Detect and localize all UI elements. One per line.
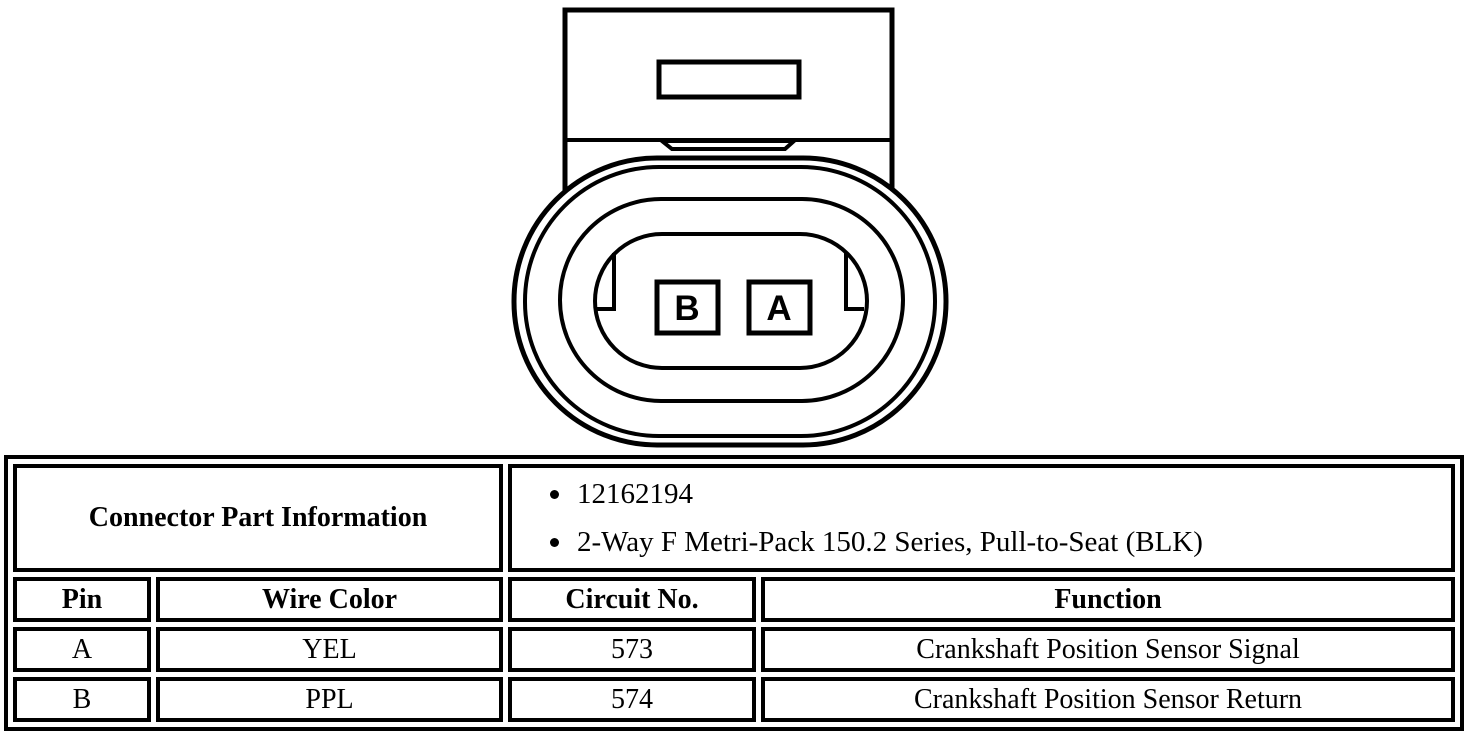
header-function: Function [761,577,1456,622]
header-circuit-no: Circuit No. [508,577,757,622]
pin-b-label: B [674,289,699,328]
part-series-item: 2-Way F Metri-Pack 150.2 Series, Pull-to… [550,518,1451,566]
header-pin: Pin [13,577,151,622]
pin-a-cavity [746,279,813,336]
pin-b-circuit-cell: 574 [508,677,757,722]
table-row-pin-b: B PPL 574 Crankshaft Position Sensor Ret… [13,677,1456,722]
keying-notch-right [844,253,864,311]
part-info-row: Connector Part Information 12162194 2-Wa… [13,464,1456,572]
table-row-pin-a: A YEL 573 Crankshaft Position Sensor Sig… [13,627,1456,672]
part-info-bullet-list: 12162194 2-Way F Metri-Pack 150.2 Series… [512,468,1451,568]
connector-diagram: B A [511,7,949,448]
latch-slot [656,59,802,100]
inner-cavity-ring [593,232,869,370]
bullet-icon [550,489,560,499]
part-series-text: 2-Way F Metri-Pack 150.2 Series, Pull-to… [577,525,1203,558]
part-info-values-cell: 12162194 2-Way F Metri-Pack 150.2 Series… [508,464,1456,572]
pin-a-function-cell: Crankshaft Position Sensor Signal [761,627,1456,672]
keying-notch-left [596,253,616,311]
bullet-icon [550,537,560,547]
pin-a-pin-cell: A [13,627,151,672]
pin-b-pin-cell: B [13,677,151,722]
connector-info-table: Connector Part Information 12162194 2-Wa… [4,455,1465,731]
pin-a-circuit-cell: 573 [508,627,757,672]
pin-b-wire-color-cell: PPL [156,677,504,722]
pin-a-label: A [766,289,791,328]
column-header-row: Pin Wire Color Circuit No. Function [13,577,1456,622]
latch-tab [656,139,800,151]
part-number-item: 12162194 [550,470,1451,518]
part-number-text: 12162194 [577,477,694,510]
pin-a-wire-color-cell: YEL [156,627,504,672]
pin-b-cavity [654,279,721,336]
header-wire-color: Wire Color [156,577,504,622]
pin-b-function-cell: Crankshaft Position Sensor Return [761,677,1456,722]
part-info-title-cell: Connector Part Information [13,464,504,572]
